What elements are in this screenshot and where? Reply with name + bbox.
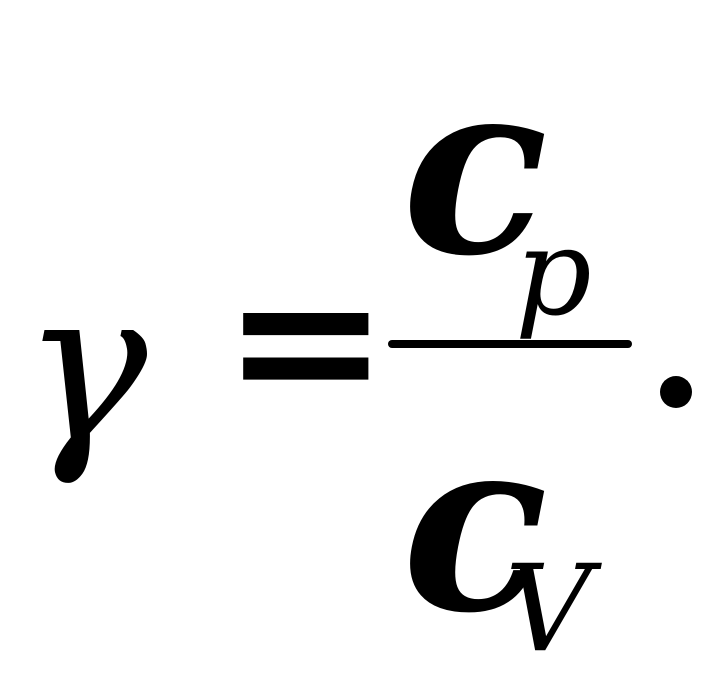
denominator-subscript: V bbox=[505, 540, 592, 679]
equals-sign: = bbox=[222, 222, 390, 457]
denominator-base: c bbox=[402, 384, 549, 666]
numerator-subscript: p bbox=[515, 204, 592, 343]
fraction-bar bbox=[388, 340, 632, 348]
period bbox=[660, 376, 692, 408]
gamma-symbol: γ bbox=[22, 244, 148, 489]
numerator-base: c bbox=[402, 27, 549, 309]
